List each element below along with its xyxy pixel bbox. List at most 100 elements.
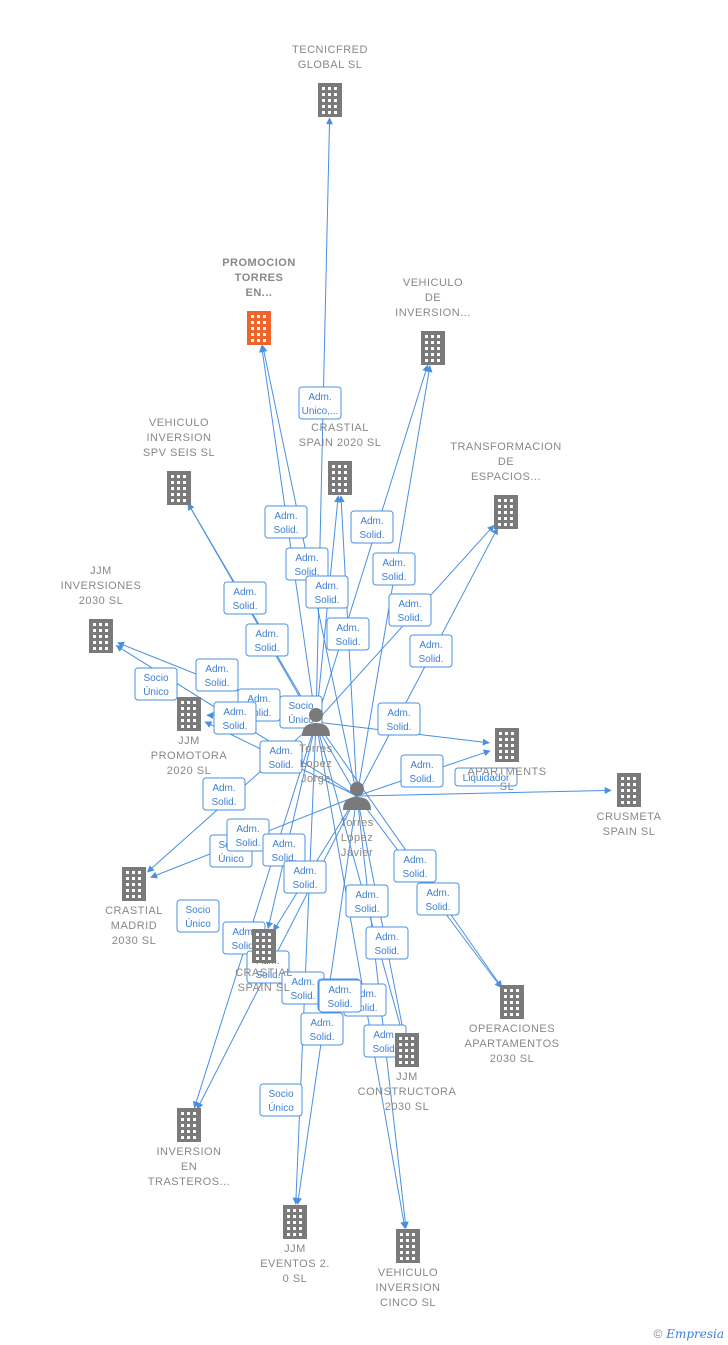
edge-label[interactable]: Adm.Solid. [372,552,416,586]
edge-label-text: Solid. [271,853,296,864]
edge-torres_jorge-to-jjm_eventos [292,721,317,1205]
edge-label[interactable]: Adm.Solid. [350,510,394,544]
building-window [621,777,624,780]
building-window [293,1221,296,1224]
building-window [181,1130,184,1133]
building-window [187,1118,190,1121]
edge-label-box [264,505,308,539]
edge-label[interactable]: Adm.Solid. [264,505,308,539]
building-window [621,795,624,798]
building-window [499,738,502,741]
edge-label[interactable]: Adm.Solid. [285,547,329,581]
edge-label[interactable]: Adm.Solid. [213,701,257,735]
edge-label-text: Solid. [372,1044,397,1055]
edge-label[interactable]: Adm.Solid. [305,575,349,609]
edge-label-text: Socio [143,673,168,684]
edge-label[interactable]: Adm.Solid. [365,926,409,960]
building-icon [122,867,146,901]
node-label: CONSTRUCTORA [358,1086,457,1098]
edge-label[interactable]: Adm. Solid. [262,833,306,867]
building-window [93,623,96,626]
edge-label[interactable]: Adm.Solid. [223,581,267,615]
edge-label-text: Socio [288,701,313,712]
building-window [510,523,513,526]
edge-label[interactable]: Adm.Solid. [259,740,303,774]
edge-label[interactable]: Adm.Solid. [377,702,421,736]
edge-label[interactable]: Adm.Solid. [195,658,239,692]
edge-label[interactable]: Liquidador [454,767,518,787]
edge-label[interactable]: Adm.Solid. [283,860,327,894]
node-inversion_trasteros[interactable]: INVERSIONENTRASTEROS... [148,1108,230,1188]
edge-label-text: Solid. [273,525,298,536]
edge-label-text: Adm. [272,839,295,850]
building-window [251,327,254,330]
building-icon [89,619,113,653]
edge-label[interactable]: Adm.Solid. [388,593,432,627]
edge-label-box [300,1012,344,1046]
building-window [405,1043,408,1046]
node-transformacion[interactable]: TRANSFORMACIONDEESPACIOS... [450,441,562,529]
edges-layer [115,117,612,1229]
edge-label[interactable]: Adm.Solid. [409,634,453,668]
building-window [328,93,331,96]
building-window [299,1215,302,1218]
node-label: GLOBAL SL [298,59,363,71]
edge-label[interactable]: Adm.Solid. [300,1012,344,1046]
edge-label-text: Adm. [295,553,318,564]
edge-label[interactable]: Adm.Solid. [400,754,444,788]
building-window [338,465,341,468]
node-vehiculo_inv[interactable]: VEHICULODEINVERSION... [395,277,471,365]
edge-label[interactable]: Adm.Solid. [202,777,246,811]
building-window [504,1007,507,1010]
person-head [309,708,323,722]
edge-label-text: Adm. [315,581,338,592]
building-window [193,1130,196,1133]
building-window [510,505,513,508]
building-window [510,1007,513,1010]
edge-label[interactable]: Adm.Solid. [245,623,289,657]
edge-label[interactable]: Adm.Solid. [345,884,389,918]
edge-label-text: Solid. [254,643,279,654]
building-window [251,321,254,324]
building-window [181,725,184,728]
building-window [344,471,347,474]
edge-label-text: Solid. [418,654,443,665]
brand-name[interactable]: Empresia [666,1327,724,1341]
edge-label-box [365,926,409,960]
edge-label[interactable]: Adm.Unico,... [298,386,342,420]
node-promocion[interactable]: PROMOCIONTORRESEN... [222,257,296,345]
edge-label[interactable]: Adm.Solid. [393,849,437,883]
building-window [187,1130,190,1133]
building-window [504,1013,507,1016]
building-window [287,1221,290,1224]
edge-label[interactable]: Adm.Solid. [318,979,362,1013]
edge-label[interactable]: Adm.Solid. [281,971,325,1005]
edge-label[interactable]: Adm.Solid. [416,882,460,916]
edge-label[interactable]: Adm.Solid. [326,617,370,651]
building-window [183,493,186,496]
building-window [504,499,507,502]
building-window [621,789,624,792]
edge-label-text: Adm. [387,708,410,719]
edge-label-box [326,617,370,651]
edge-label-text: Solid. [255,970,280,981]
